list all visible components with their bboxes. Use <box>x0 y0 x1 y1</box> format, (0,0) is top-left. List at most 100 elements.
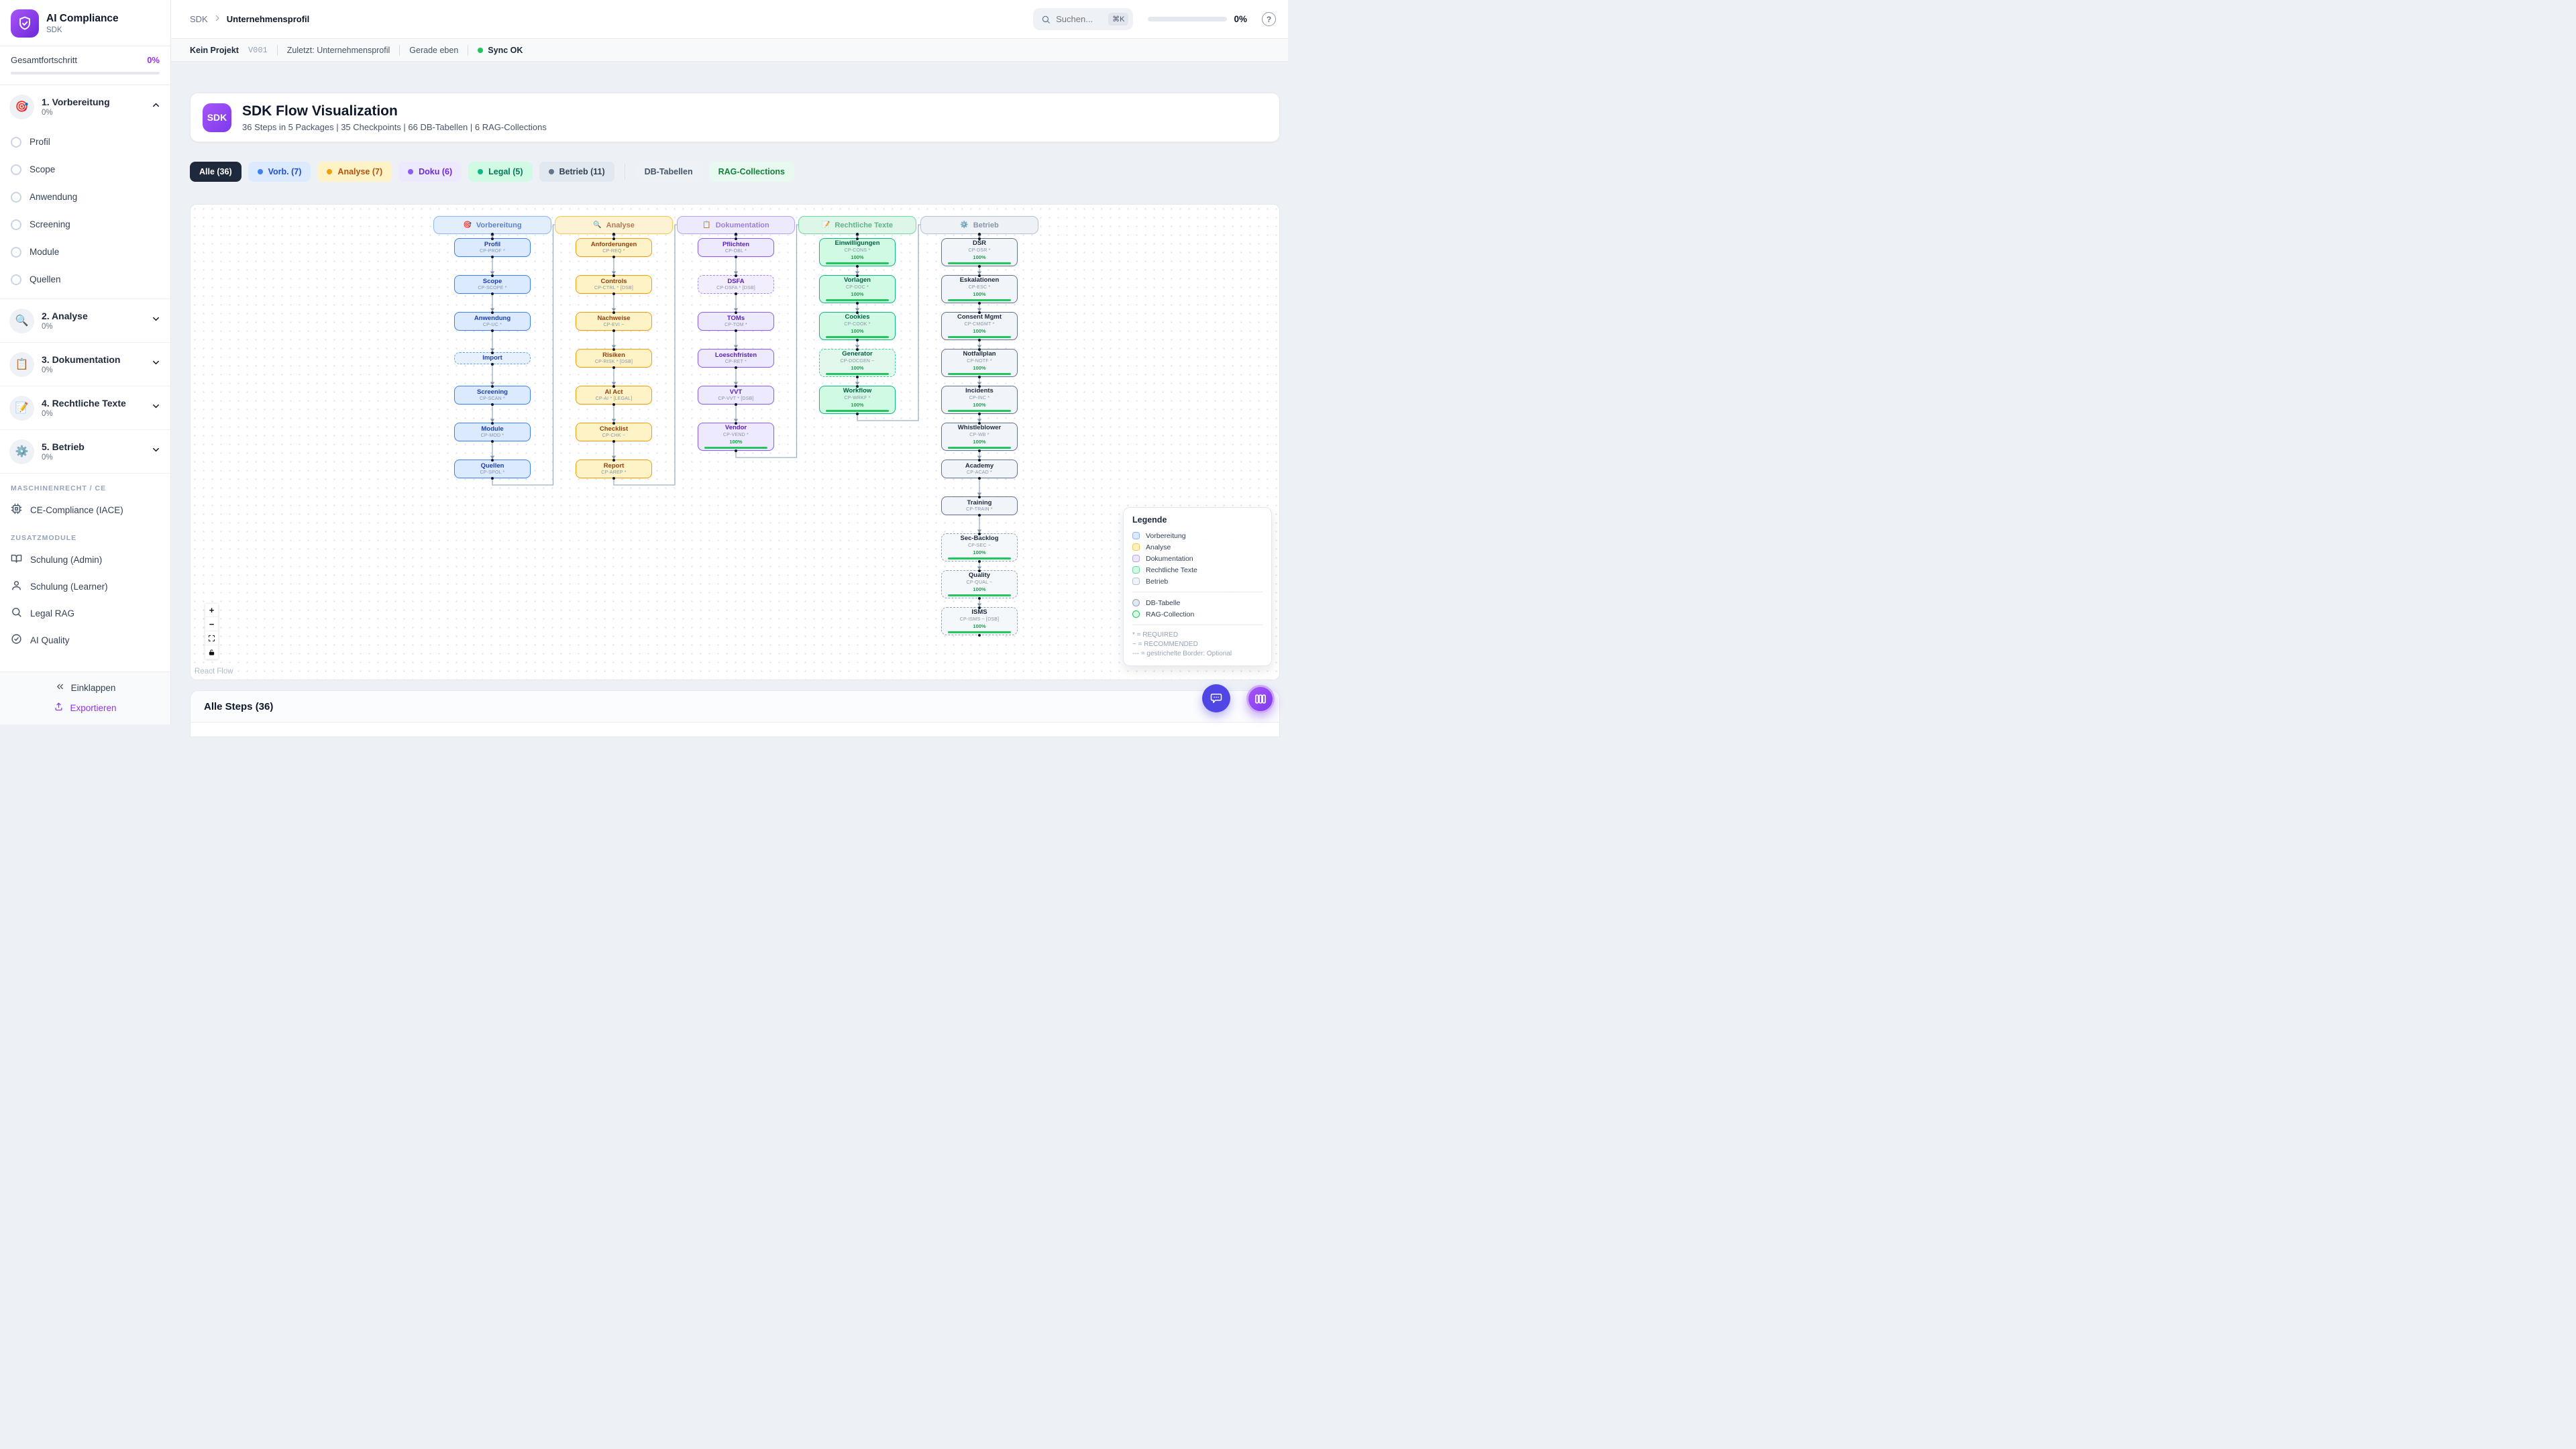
section-progress: 0% <box>42 453 53 462</box>
sidebar-item-ai-quality[interactable]: AI Quality <box>0 627 170 653</box>
zoom-in-button[interactable]: + <box>205 603 219 617</box>
search-input[interactable] <box>1056 14 1104 24</box>
filter-chip-doku-6[interactable]: Doku (6) <box>398 162 462 182</box>
step-status-circle <box>11 246 21 258</box>
sidebar-item-anwendung[interactable]: Anwendung <box>0 183 170 211</box>
page-title: SDK Flow Visualization <box>242 103 398 119</box>
breadcrumb-root[interactable]: SDK <box>190 14 208 24</box>
chevron-up-icon[interactable] <box>151 100 161 113</box>
search-box[interactable]: ⌘K <box>1033 8 1134 30</box>
sidebar-item-quellen[interactable]: Quellen <box>0 266 170 293</box>
filter-chip-betrieb-11[interactable]: Betrieb (11) <box>539 162 614 182</box>
step-status-circle <box>11 219 21 230</box>
chat-button[interactable] <box>1202 684 1230 712</box>
filter-chip-alle-36[interactable]: Alle (36) <box>190 162 241 182</box>
filter-chip-legal-5[interactable]: Legal (5) <box>468 162 533 182</box>
flow-node-import[interactable]: Import <box>454 352 531 364</box>
sidebar-item-legal-rag[interactable]: Legal RAG <box>0 600 170 627</box>
sidebar-item-ce-compliance[interactable]: CE-Compliance (IACE) <box>0 496 170 523</box>
chevron-down-icon[interactable] <box>151 358 161 371</box>
step-status-circle <box>11 136 21 148</box>
help-icon[interactable]: ? <box>1262 12 1276 26</box>
kanban-panel-button[interactable] <box>1246 685 1275 713</box>
overall-progress-block: Gesamtfortschritt 0% <box>0 46 170 85</box>
lock-toggle-button[interactable] <box>205 645 219 659</box>
chevron-down-icon[interactable] <box>151 314 161 327</box>
sidebar-item-schulung-admin[interactable]: Schulung (Admin) <box>0 546 170 573</box>
node-progress-value: 100% <box>973 623 986 630</box>
flow-header-card: SDK SDK Flow Visualization 36 Steps in 5… <box>190 93 1280 142</box>
chevron-down-icon[interactable] <box>151 401 161 415</box>
sidebar-item-profil[interactable]: Profil <box>0 128 170 156</box>
flow-column-header-vorbereitung[interactable]: 🎯Vorbereitung <box>433 216 551 234</box>
filter-chip-rag-collections[interactable]: RAG-Collections <box>708 162 794 182</box>
sidebar-item-schulung-learner[interactable]: Schulung (Learner) <box>0 573 170 600</box>
node-code: CP-ISMS ~ [DSB] <box>959 616 1000 622</box>
flow-column-header-analyse[interactable]: 🔍Analyse <box>555 216 673 234</box>
filter-chip-analyse-7[interactable]: Analyse (7) <box>317 162 392 182</box>
filter-chip-vorb-7[interactable]: Vorb. (7) <box>248 162 311 182</box>
zoom-out-button[interactable]: − <box>205 617 219 631</box>
node-title: Eskalationen <box>959 276 1000 284</box>
sidebar-footer: Einklappen Exportieren <box>0 672 170 724</box>
filter-chip-db-tabellen[interactable]: DB-Tabellen <box>635 162 702 182</box>
sidebar-item-module[interactable]: Module <box>0 238 170 266</box>
export-button[interactable]: Exportieren <box>54 702 117 714</box>
flow-column-header-betrieb[interactable]: ⚙️Betrieb <box>920 216 1038 234</box>
overall-progress-bar <box>11 72 160 74</box>
flow-column-header-dokumentation[interactable]: 📋Dokumentation <box>677 216 795 234</box>
sidebar-item-scope[interactable]: Scope <box>0 156 170 183</box>
collapse-sidebar-button[interactable]: Einklappen <box>55 682 115 694</box>
sidebar-item-screening[interactable]: Screening <box>0 211 170 238</box>
flow-column-header-rechtliche-texte[interactable]: 📝Rechtliche Texte <box>798 216 916 234</box>
node-progress-value: 100% <box>851 365 864 372</box>
chevron-down-icon[interactable] <box>151 445 161 458</box>
node-code: CP-DSFA * [DSB] <box>716 286 755 291</box>
fit-view-button[interactable] <box>205 631 219 645</box>
legend-note: ~ = RECOMMENDED <box>1132 640 1198 648</box>
section-title: 2. Analyse <box>42 311 88 321</box>
